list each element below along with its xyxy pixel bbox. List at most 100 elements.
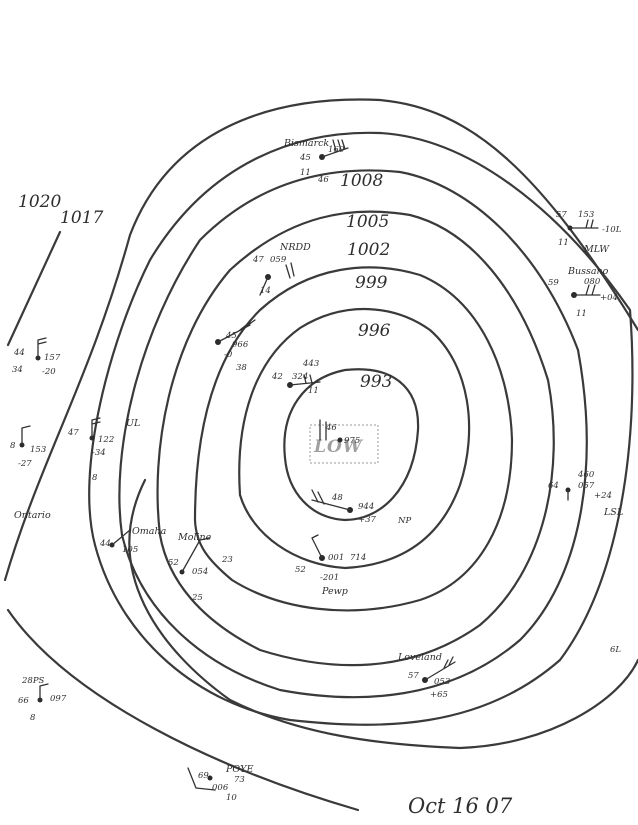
station-value: 66 (18, 696, 29, 706)
station-name: POYE (225, 764, 253, 775)
station-value: 59 (548, 278, 559, 288)
station-plot: Bussano 59 080 +04 11 (548, 266, 618, 319)
station-name: Loveland (397, 652, 442, 663)
station-value: +65 (430, 690, 448, 700)
wind-barb-icon (39, 683, 49, 701)
station-value: 57 (408, 671, 419, 681)
station-name: NRDD (279, 242, 311, 253)
wind-barb-icon (311, 534, 323, 559)
wind-barb-icon (37, 337, 47, 359)
station-value: 059 (270, 255, 287, 265)
station-value: 122 (98, 435, 114, 445)
station-value: 944 (358, 502, 374, 512)
wind-barb-icon (259, 262, 295, 296)
station-value: 64 (548, 481, 559, 491)
station-value: 48 (331, 493, 343, 503)
isobar-label-1020: 1020 (18, 192, 61, 212)
station-plot: 8 153 -27 (10, 425, 46, 469)
station-plot: 47 122 -34 8 UL (67, 417, 140, 483)
station-plot: 64 460 057 +24 LSL (548, 470, 623, 518)
station-value: 054 (192, 567, 208, 577)
isobar-label-1017: 1017 (60, 208, 103, 228)
station-value: 10 (226, 793, 237, 803)
station-value: -27 (18, 459, 32, 469)
station-value: 006 (212, 783, 229, 793)
station-plot: Omaha 44 105 (99, 526, 167, 555)
station-value: 45 (299, 153, 311, 163)
station-name: Bismarck (283, 138, 329, 149)
isobars (3, 98, 638, 812)
station-value: 11 (300, 168, 311, 178)
station-plot: Moline 52 054 23 25 (168, 532, 233, 603)
station-plot: NRDD 47 059 14 (252, 242, 311, 296)
map-date-label: Oct 16 07 (408, 794, 513, 818)
isobar-1017 (3, 98, 638, 582)
isobar-1002 (156, 210, 555, 667)
wind-barb-icon (111, 529, 131, 546)
station-plot: 57 153 -10L 11 MLW (556, 210, 622, 255)
isobar-1020 (6, 230, 62, 347)
station-value: -10L (602, 225, 622, 235)
station-plots: Bismarck 45 11 160 46 NRDD 47 059 14 45 (10, 138, 623, 803)
station-value: 324 (292, 372, 308, 382)
station-plot: 001 714 52 -201 Pewp (295, 534, 366, 597)
wind-barb-icon (311, 489, 351, 511)
isobar-label-1002: 1002 (347, 240, 390, 260)
station-plot: POYE 69 006 73 10 (187, 764, 253, 803)
station-value: 8 (92, 473, 98, 483)
station-plot: 28PS 66 097 8 (18, 676, 67, 723)
station-value: 23 (221, 555, 233, 565)
station-value: -20 (42, 367, 56, 377)
station-value: 11 (308, 386, 319, 396)
station-value: 46 (325, 423, 337, 433)
station-plot: 443 42 324 11 (271, 359, 321, 396)
isobar-label-993: 993 (360, 372, 392, 392)
station-value: +24 (594, 491, 612, 501)
station-plot: Loveland 57 053 +65 (397, 652, 456, 700)
station-value: 38 (236, 363, 247, 373)
station-value: 001 (328, 553, 344, 563)
isobar-label-996: 996 (358, 321, 391, 341)
station-value: 69 (198, 771, 209, 781)
station-value: 160 (328, 145, 345, 155)
station-value: 44 (99, 539, 111, 549)
station-value: 153 (578, 210, 594, 220)
low-center-label: LOW (313, 437, 364, 457)
isobar-label-1005: 1005 (346, 212, 389, 232)
isobar-1005 (118, 169, 588, 699)
station-value: 44 (13, 348, 25, 358)
station-value: 080 (584, 277, 601, 287)
station-value: 443 (302, 359, 319, 369)
station-value: -201 (320, 573, 339, 583)
station-name: Bussano (567, 266, 609, 277)
wind-barb-icon (424, 656, 456, 681)
station-value: 975 (344, 436, 360, 446)
station-value: 057 (578, 481, 595, 491)
station-plot: Bismarck 45 11 160 46 (283, 138, 349, 185)
station-value: 42 (271, 372, 283, 382)
station-value: 105 (122, 545, 138, 555)
station-value: 45 (225, 331, 237, 341)
station-name: Ontario (14, 510, 51, 521)
station-value: +04 (600, 293, 618, 303)
station-name: Pewp (321, 586, 348, 597)
isobar-1008 (88, 131, 634, 726)
isobar-1011 (128, 478, 638, 750)
station-value: LSL (603, 507, 623, 518)
station-value: 73 (234, 775, 245, 785)
station-value: -34 (92, 448, 106, 458)
low-center: LOW (309, 424, 379, 464)
station-value: 34 (12, 365, 23, 375)
wind-barb-icon (573, 284, 601, 296)
station-value: 8 (10, 441, 16, 451)
station-value: +37 (358, 515, 377, 525)
isobar-996 (238, 307, 471, 570)
wind-barb-icon (319, 419, 327, 441)
station-value: 053 (434, 677, 450, 687)
station-plot: 46 975 (319, 419, 360, 446)
station-value: 14 (260, 286, 271, 296)
wind-barb-icon (21, 425, 31, 446)
isobar-999 (193, 266, 514, 612)
wind-barb-icon (321, 139, 349, 158)
